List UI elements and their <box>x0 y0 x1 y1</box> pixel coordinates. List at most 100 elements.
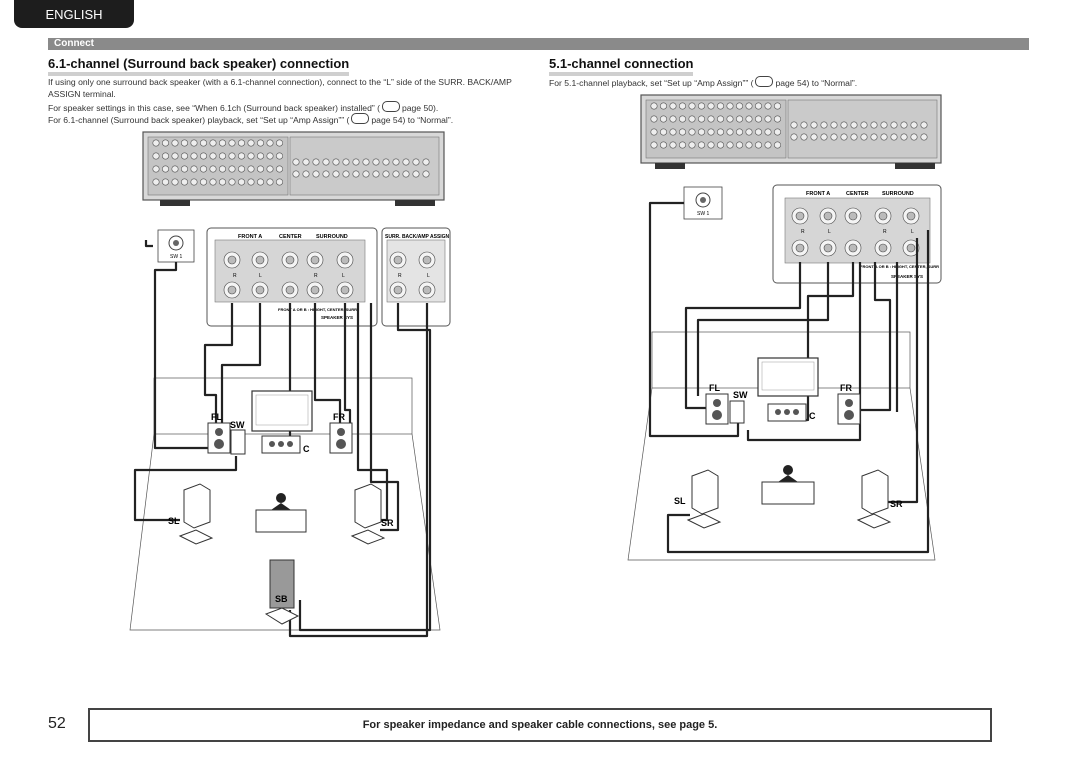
page-number: 52 <box>48 715 66 732</box>
terminal-jack <box>393 285 403 295</box>
terminal-jack <box>823 243 833 253</box>
terminal-jack <box>726 141 734 149</box>
terminal-jack <box>850 121 858 129</box>
terminal-jack <box>200 139 208 147</box>
terminal-jack <box>209 152 217 160</box>
terminal-jack <box>810 121 818 129</box>
terminal-jack <box>422 158 430 166</box>
terminal-jack <box>256 139 264 147</box>
panel-label-center: CENTER <box>279 234 302 240</box>
terminal-jack <box>352 158 360 166</box>
terminal-jack <box>247 139 255 147</box>
panel-label-center: CENTER <box>846 191 869 197</box>
subwoofer: SW <box>729 390 748 424</box>
left-connection-diagram: SW 1 FRONT A CENTER SURROUND SURR. BACK/… <box>129 131 451 638</box>
terminal-jack <box>707 141 715 149</box>
sub-out-label: SW 1 <box>697 211 709 217</box>
terminal-jack <box>292 170 300 178</box>
terminal-jack <box>402 158 410 166</box>
terminal-jack <box>228 178 236 186</box>
terminal-jack <box>209 178 217 186</box>
terminal-jack <box>840 133 848 141</box>
terminal-jack <box>181 165 189 173</box>
terminal-jack <box>352 170 360 178</box>
terminal-jack <box>310 255 320 265</box>
terminal-jack <box>870 133 878 141</box>
terminal-jack <box>678 102 686 110</box>
terminal-jack <box>412 170 420 178</box>
terminal-jack <box>162 152 170 160</box>
terminal-jack <box>688 141 696 149</box>
speaker-label-fl: FL <box>211 412 222 422</box>
terminal-jack <box>764 115 772 123</box>
terminal-jack <box>340 255 350 265</box>
terminal-jack <box>906 211 916 221</box>
listener-icon <box>255 493 307 533</box>
terminal-jack <box>726 115 734 123</box>
terminal-jack <box>209 165 217 173</box>
left-paragraph-2: For speaker settings in this case, see “… <box>48 101 538 114</box>
terminal-jack <box>707 128 715 136</box>
terminal-jack <box>332 170 340 178</box>
terminal-jack <box>773 128 781 136</box>
terminal-jack <box>162 139 170 147</box>
terminal-jack <box>302 158 310 166</box>
terminal-jack <box>735 102 743 110</box>
speaker-label-c: C <box>303 444 310 454</box>
terminal-jack <box>659 141 667 149</box>
terminal-jack <box>659 115 667 123</box>
speaker-cables <box>648 201 930 554</box>
front-left-speaker: FL <box>705 383 729 425</box>
terminal-jack <box>659 128 667 136</box>
speaker-label-fr: FR <box>840 383 852 393</box>
terminal-jack <box>764 141 772 149</box>
terminal-jack <box>754 141 762 149</box>
panel-label-surr-back: SURR. BACK/AMP ASSIGN <box>385 234 450 240</box>
terminal-jack <box>726 128 734 136</box>
terminal-jack <box>372 170 380 178</box>
speaker-terminal-panel: FRONT A CENTER SURROUND R L R L FRONT A … <box>772 184 942 284</box>
language-tab[interactable]: ENGLISH <box>14 0 134 28</box>
terminal-jack <box>726 102 734 110</box>
terminal-jack <box>745 141 753 149</box>
terminal-jack <box>650 141 658 149</box>
terminal-jack <box>228 139 236 147</box>
terminal-jack <box>830 133 838 141</box>
terminal-jack <box>312 158 320 166</box>
terminal-jack <box>238 139 246 147</box>
terminal-jack <box>340 285 350 295</box>
terminal-jack <box>266 165 274 173</box>
terminal-jack <box>735 115 743 123</box>
terminal-jack <box>716 102 724 110</box>
subwoofer-output-jack: SW 1 <box>157 229 195 263</box>
terminal-jack <box>332 158 340 166</box>
terminal-jack <box>669 102 677 110</box>
rl-label: L <box>259 273 262 279</box>
surround-left-speaker: SL <box>168 483 214 545</box>
terminal-jack <box>795 243 805 253</box>
terminal-jack <box>860 121 868 129</box>
terminal-jack <box>659 102 667 110</box>
terminal-jack <box>228 152 236 160</box>
terminal-jack <box>181 152 189 160</box>
terminal-jack <box>900 121 908 129</box>
terminal-jack <box>227 255 237 265</box>
terminal-jack <box>716 115 724 123</box>
terminal-jack <box>275 139 283 147</box>
terminal-jack <box>247 152 255 160</box>
terminal-jack <box>362 158 370 166</box>
panel-label-surround: SURROUND <box>882 191 914 197</box>
terminal-jack <box>860 133 868 141</box>
surround-left-speaker: SL <box>674 469 722 529</box>
right-paragraph-1-page: page 54) to “Normal”. <box>775 78 858 88</box>
terminal-jack <box>219 139 227 147</box>
terminal-jack <box>878 211 888 221</box>
terminal-jack <box>764 102 772 110</box>
terminal-jack <box>200 178 208 186</box>
terminal-jack <box>716 141 724 149</box>
terminal-jack <box>190 165 198 173</box>
terminal-jack <box>256 165 264 173</box>
speaker-label-c: C <box>809 411 816 421</box>
terminal-jack <box>688 102 696 110</box>
binding-posts <box>223 251 436 299</box>
